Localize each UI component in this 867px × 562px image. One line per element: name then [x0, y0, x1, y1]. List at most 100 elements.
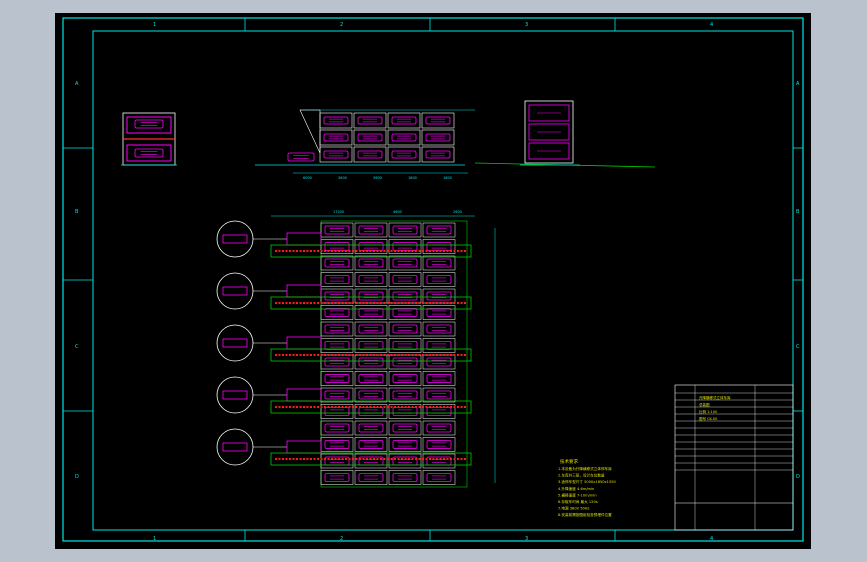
car-mark — [358, 324, 384, 334]
title-block-text: 比例 1:100 — [699, 409, 717, 414]
parking-bay — [388, 239, 422, 254]
car-mark — [324, 473, 350, 482]
parking-bay — [388, 453, 422, 469]
technical-notes: 技术要求 1.本设备为升降横移式立体停车库2.车库共三层，设计车位数量3.适停车… — [558, 458, 617, 517]
column-label-top: 4 — [710, 22, 713, 28]
parking-bay — [422, 387, 456, 403]
parking-bay — [320, 239, 354, 254]
dimension-label: 3600 — [338, 176, 347, 180]
parking-bay — [388, 338, 422, 353]
parking-bay — [422, 453, 456, 469]
car-mark — [426, 275, 452, 284]
parking-bay — [388, 288, 422, 304]
row-label-left: C — [75, 344, 79, 350]
car-mark — [392, 407, 418, 416]
car-mark — [358, 225, 384, 235]
column-label-bottom: 2 — [340, 536, 343, 542]
car-mark — [358, 275, 384, 284]
front-cell — [421, 129, 455, 146]
parking-bay — [354, 470, 388, 485]
car-mark — [134, 119, 164, 129]
dimension-label: 17200 — [333, 210, 344, 214]
side-view — [121, 112, 177, 166]
detail-circle — [216, 324, 254, 362]
parking-bay — [354, 288, 388, 304]
note-line: 4.升降速度 4-6m/min — [558, 486, 594, 491]
car-mark — [357, 116, 383, 125]
car-mark — [425, 133, 451, 142]
car-mark — [324, 308, 350, 317]
parking-bay — [320, 404, 354, 419]
note-line: 3.适停车型尺寸 5000x1850x1550 — [558, 479, 617, 484]
parking-bay — [388, 404, 422, 419]
note-line: 8.安装前需按图纸检查预埋件位置 — [558, 512, 612, 517]
front-cell — [353, 129, 387, 146]
car-mark — [358, 242, 384, 251]
car-mark — [324, 374, 350, 383]
car-mark — [392, 242, 418, 251]
outer-border — [62, 17, 804, 542]
car-mark — [323, 116, 349, 125]
parking-bay — [354, 305, 388, 320]
parking-bay — [422, 272, 456, 287]
parking-bay — [320, 371, 354, 386]
parking-bay — [422, 404, 456, 419]
parking-bay — [354, 404, 388, 419]
parking-bay — [354, 387, 388, 403]
dimension-label: 3600 — [373, 176, 382, 180]
car-mark — [358, 390, 384, 400]
entry-car — [286, 284, 322, 298]
front-cell — [387, 112, 421, 129]
parking-bay — [320, 354, 354, 370]
parking-bay — [320, 321, 354, 337]
front-cell — [353, 146, 387, 163]
parking-bay — [320, 288, 354, 304]
entry-car — [286, 232, 322, 246]
parking-bay — [354, 222, 388, 238]
car-mark — [392, 374, 418, 383]
car-mark — [324, 423, 350, 433]
column-label-bottom: 4 — [710, 536, 713, 542]
parking-bay — [354, 437, 388, 452]
car-mark — [358, 473, 384, 482]
parking-bay — [422, 470, 456, 485]
car-mark — [357, 133, 383, 142]
dimension-label: 1800 — [408, 176, 417, 180]
parking-bay — [320, 305, 354, 320]
entry-car — [286, 440, 322, 454]
car-mark — [425, 116, 451, 125]
parking-bay — [354, 321, 388, 337]
front-cell — [353, 112, 387, 129]
parking-bay — [320, 387, 354, 403]
note-line: 1.本设备为升降横移式立体停车库 — [558, 466, 612, 471]
car-mark — [358, 341, 384, 350]
note-line: 6.存取车时间 最大 120s — [558, 499, 598, 504]
parking-bay — [422, 288, 456, 304]
parking-bay — [388, 354, 422, 370]
car-mark — [426, 423, 452, 433]
dimension-label: 6000 — [303, 176, 312, 180]
car-mark — [392, 357, 418, 367]
front-cell — [421, 146, 455, 163]
row-label-left: B — [75, 209, 79, 215]
front-cell — [319, 146, 353, 163]
car-mark — [391, 116, 417, 125]
parking-bay — [320, 470, 354, 485]
title-block-text: 升降横移式立体车库 — [699, 395, 731, 400]
car-mark — [391, 133, 417, 142]
column-label-top: 3 — [525, 22, 528, 28]
car-mark — [426, 473, 452, 482]
car-mark — [358, 258, 384, 268]
side-lower-deck — [126, 144, 172, 162]
column-label-top: 1 — [153, 22, 156, 28]
parking-bay — [422, 338, 456, 353]
car-mark — [324, 242, 350, 251]
parking-bay — [320, 453, 354, 469]
car-mark — [392, 473, 418, 482]
parking-bay — [320, 420, 354, 436]
detail-car — [222, 338, 248, 348]
front-cell — [421, 112, 455, 129]
